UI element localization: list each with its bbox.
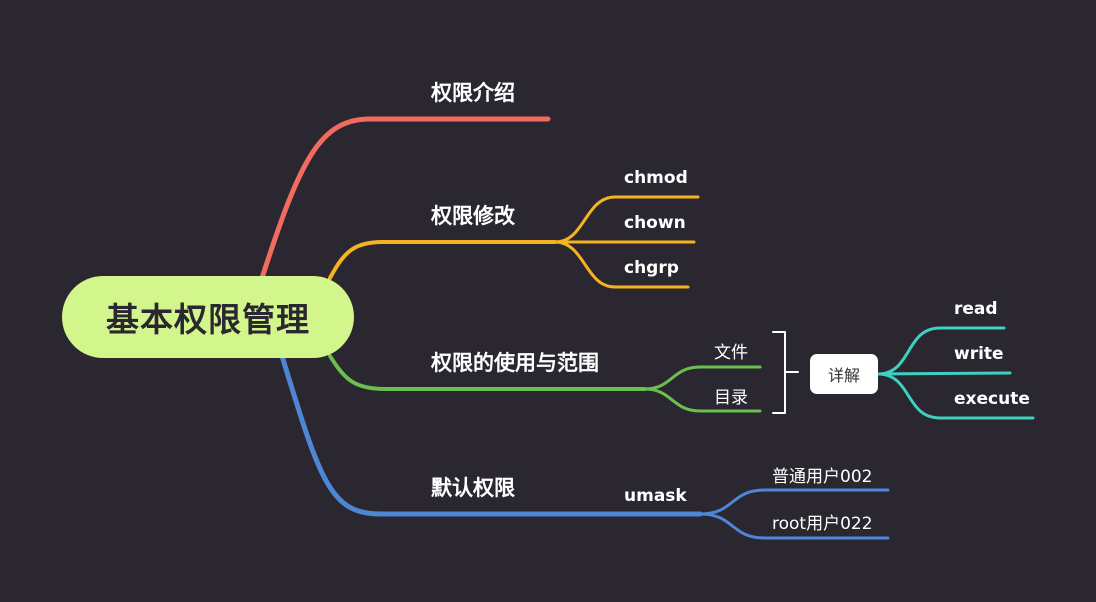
node-write[interactable]: write [954, 344, 1004, 364]
root-label: 基本权限管理 [106, 300, 310, 339]
connector-dir [643, 387, 762, 413]
connector-chgrp [553, 240, 690, 289]
branch-intro[interactable]: 权限介绍 [431, 81, 515, 105]
connector-default [279, 353, 703, 517]
detail-node[interactable]: 详解 [810, 354, 878, 394]
node-read[interactable]: read [954, 299, 998, 319]
bracket [772, 331, 799, 414]
root-node[interactable]: 基本权限管理 [62, 276, 354, 358]
connector-root022 [698, 512, 890, 540]
node-chgrp[interactable]: chgrp [624, 258, 679, 278]
node-chown[interactable]: chown [624, 213, 686, 233]
connector-execute [876, 372, 1035, 420]
branch-modify[interactable]: 权限修改 [431, 204, 515, 228]
node-umask[interactable]: umask [624, 486, 687, 506]
node-execute[interactable]: execute [954, 389, 1030, 409]
detail-label: 详解 [827, 366, 860, 385]
node-file[interactable]: 文件 [714, 343, 748, 363]
connector-scope [328, 354, 647, 391]
node-user002[interactable]: 普通用户002 [772, 467, 873, 487]
connector-user002 [698, 488, 890, 516]
connector-intro [259, 116, 551, 281]
connector-modify [328, 240, 557, 280]
branch-default[interactable]: 默认权限 [431, 476, 515, 500]
branch-scope[interactable]: 权限的使用与范围 [431, 351, 599, 375]
connector-read [876, 326, 1006, 376]
node-root022[interactable]: root用户022 [772, 514, 873, 534]
connector-write [876, 371, 1012, 376]
connector-chmod [553, 195, 700, 244]
node-dir[interactable]: 目录 [714, 388, 748, 408]
node-chmod[interactable]: chmod [624, 168, 688, 188]
